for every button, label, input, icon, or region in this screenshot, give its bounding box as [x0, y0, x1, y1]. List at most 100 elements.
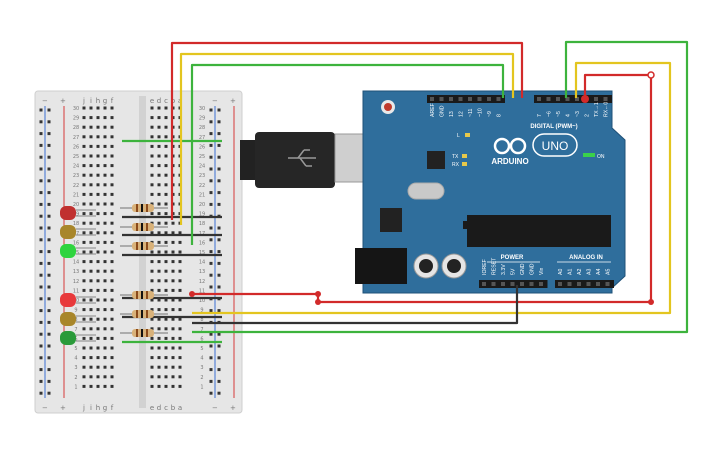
rail-hole[interactable]: [47, 320, 51, 324]
rail-hole[interactable]: [217, 120, 221, 124]
breadboard-hole[interactable]: [164, 346, 168, 350]
breadboard-hole[interactable]: [110, 250, 114, 254]
breadboard-hole[interactable]: [150, 327, 154, 331]
rail-hole[interactable]: [47, 368, 51, 372]
breadboard-hole[interactable]: [150, 231, 154, 235]
rail-hole[interactable]: [39, 132, 43, 136]
breadboard-hole[interactable]: [96, 375, 100, 379]
rail-hole[interactable]: [209, 108, 213, 112]
rail-hole[interactable]: [47, 309, 51, 313]
breadboard-hole[interactable]: [103, 336, 107, 340]
breadboard-hole[interactable]: [164, 260, 168, 264]
breadboard-hole[interactable]: [89, 221, 93, 225]
rail-hole[interactable]: [47, 356, 51, 360]
breadboard-hole[interactable]: [150, 279, 154, 283]
breadboard-hole[interactable]: [110, 240, 114, 244]
breadboard-hole[interactable]: [164, 173, 168, 177]
breadboard-hole[interactable]: [110, 279, 114, 283]
rail-hole[interactable]: [39, 214, 43, 218]
rail-hole[interactable]: [209, 238, 213, 242]
rail-hole[interactable]: [39, 179, 43, 183]
rail-hole[interactable]: [39, 143, 43, 147]
breadboard-hole[interactable]: [82, 144, 86, 148]
led-green-2[interactable]: [60, 331, 96, 345]
rail-hole[interactable]: [39, 368, 43, 372]
breadboard-hole[interactable]: [178, 260, 182, 264]
rail-hole[interactable]: [209, 285, 213, 289]
breadboard-hole[interactable]: [171, 240, 175, 244]
breadboard-hole[interactable]: [82, 375, 86, 379]
header-pin[interactable]: [482, 282, 486, 286]
breadboard-hole[interactable]: [110, 183, 114, 187]
breadboard-hole[interactable]: [103, 375, 107, 379]
breadboard-hole[interactable]: [164, 250, 168, 254]
wire-green-pin4[interactable]: [192, 40, 689, 334]
breadboard-hole[interactable]: [157, 269, 161, 273]
breadboard-hole[interactable]: [110, 173, 114, 177]
rail-hole[interactable]: [47, 285, 51, 289]
rail-hole[interactable]: [217, 379, 221, 383]
breadboard-hole[interactable]: [157, 260, 161, 264]
rail-hole[interactable]: [39, 261, 43, 265]
breadboard-hole[interactable]: [103, 288, 107, 292]
breadboard-hole[interactable]: [150, 308, 154, 312]
breadboard-hole[interactable]: [178, 365, 182, 369]
rail-hole[interactable]: [47, 297, 51, 301]
breadboard-hole[interactable]: [164, 365, 168, 369]
breadboard-hole[interactable]: [157, 144, 161, 148]
breadboard-hole[interactable]: [110, 221, 114, 225]
breadboard-hole[interactable]: [150, 356, 154, 360]
breadboard-hole[interactable]: [103, 365, 107, 369]
breadboard-hole[interactable]: [171, 279, 175, 283]
rail-hole[interactable]: [47, 261, 51, 265]
breadboard-hole[interactable]: [164, 116, 168, 120]
breadboard-hole[interactable]: [150, 144, 154, 148]
rail-hole[interactable]: [47, 120, 51, 124]
breadboard-hole[interactable]: [82, 240, 86, 244]
breadboard-hole[interactable]: [96, 279, 100, 283]
breadboard-hole[interactable]: [157, 298, 161, 302]
rail-hole[interactable]: [47, 179, 51, 183]
breadboard-hole[interactable]: [164, 288, 168, 292]
breadboard-hole[interactable]: [82, 269, 86, 273]
breadboard-hole[interactable]: [82, 346, 86, 350]
breadboard-hole[interactable]: [82, 125, 86, 129]
breadboard-hole[interactable]: [178, 356, 182, 360]
breadboard-hole[interactable]: [89, 365, 93, 369]
breadboard-hole[interactable]: [150, 269, 154, 273]
power-jack[interactable]: [355, 248, 407, 284]
breadboard-hole[interactable]: [164, 308, 168, 312]
breadboard-hole[interactable]: [164, 317, 168, 321]
header-pin[interactable]: [537, 97, 541, 101]
breadboard-hole[interactable]: [89, 356, 93, 360]
breadboard-hole[interactable]: [103, 356, 107, 360]
rail-hole[interactable]: [209, 167, 213, 171]
breadboard-hole[interactable]: [89, 317, 93, 321]
breadboard-hole[interactable]: [178, 384, 182, 388]
breadboard-hole[interactable]: [150, 250, 154, 254]
breadboard-hole[interactable]: [103, 269, 107, 273]
resistor-1[interactable]: [120, 204, 168, 212]
rail-hole[interactable]: [217, 250, 221, 254]
breadboard-hole[interactable]: [171, 336, 175, 340]
rail-hole[interactable]: [217, 191, 221, 195]
breadboard-hole[interactable]: [110, 116, 114, 120]
breadboard-hole[interactable]: [150, 183, 154, 187]
breadboard-hole[interactable]: [164, 212, 168, 216]
rail-hole[interactable]: [217, 273, 221, 277]
breadboard-hole[interactable]: [150, 202, 154, 206]
wire-red-pin10[interactable]: [170, 41, 524, 220]
rail-hole[interactable]: [209, 250, 213, 254]
header-pin[interactable]: [510, 282, 515, 286]
breadboard-hole[interactable]: [178, 298, 182, 302]
breadboard-hole[interactable]: [96, 231, 100, 235]
breadboard-hole[interactable]: [164, 192, 168, 196]
header-pin[interactable]: [520, 282, 524, 286]
breadboard-hole[interactable]: [96, 327, 100, 331]
breadboard-hole[interactable]: [96, 336, 100, 340]
breadboard-hole[interactable]: [164, 231, 168, 235]
rail-hole[interactable]: [217, 202, 221, 206]
rail-hole[interactable]: [47, 391, 51, 395]
